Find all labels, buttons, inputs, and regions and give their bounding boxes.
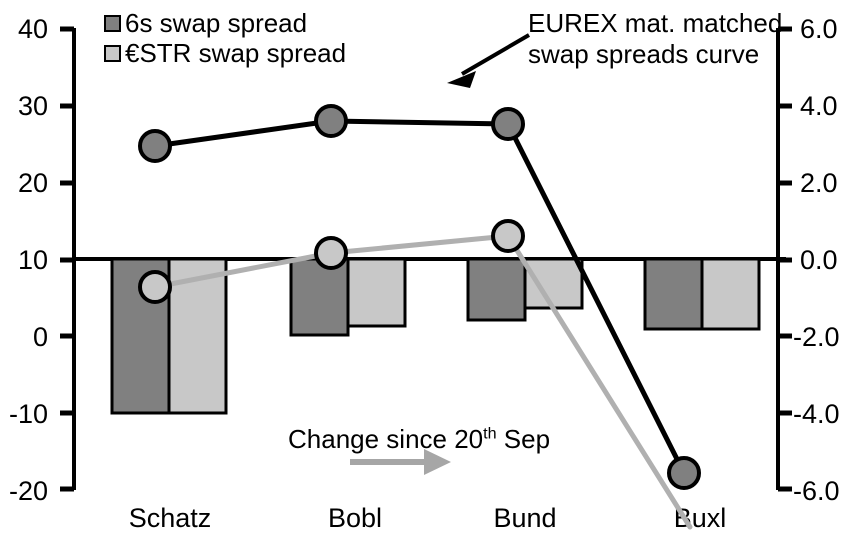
bar-6s-bobl xyxy=(289,257,350,337)
left-axis-tick-30: 30 xyxy=(17,91,48,121)
callout-arrow-icon xyxy=(447,33,531,88)
line-change-since-sep xyxy=(152,233,693,530)
chart-legend: 6s swap spread €STR swap spread xyxy=(104,8,346,68)
left-axis-tick-neg10: -10 xyxy=(8,399,48,429)
left-axis-spine xyxy=(60,26,76,492)
right-axis-tick-neg6: -6.0 xyxy=(793,476,840,506)
annotation-change-suffix: Sep xyxy=(496,424,551,454)
x-axis-category-bobl: Bobl xyxy=(327,503,383,533)
legend-swatch-light-square xyxy=(104,44,121,62)
right-axis-tick-0: 0.0 xyxy=(800,245,838,275)
left-axis-tick-40: 40 xyxy=(17,14,48,44)
marker-eurex-bund xyxy=(491,107,525,141)
bar-6s-bund xyxy=(466,257,527,322)
legend-swatch-dark-square xyxy=(104,14,121,32)
bar-estr-bund xyxy=(523,257,584,310)
annotation-eurex-curve-line1: EUREX mat. matched xyxy=(528,8,783,38)
bar-estr-bobl xyxy=(346,257,407,328)
marker-eurex-buxl xyxy=(667,456,701,490)
annotation-eurex-curve: EUREX mat. matched swap spreads curve xyxy=(528,8,782,70)
annotation-change-since-sep: Change since 20th Sep xyxy=(288,424,550,455)
left-axis-tick-0: 0 xyxy=(32,322,48,352)
marker-eurex-bobl xyxy=(314,104,348,138)
marker-change-bobl xyxy=(314,236,348,270)
markers-change-since-sep xyxy=(138,219,525,304)
x-axis-category-bund: Bund xyxy=(493,503,557,533)
right-axis-tick-neg4: -4.0 xyxy=(793,399,840,429)
right-axis-tick-2: 2.0 xyxy=(800,168,838,198)
right-axis-tick-4: 4.0 xyxy=(800,91,838,121)
x-axis-category-schatz: Schatz xyxy=(128,503,212,533)
annotation-change-ordinal: th xyxy=(483,424,497,443)
annotation-change-prefix: Change since 20 xyxy=(288,424,484,454)
annotation-eurex-curve-line2: swap spreads curve xyxy=(528,39,760,69)
marker-eurex-schatz xyxy=(138,129,172,163)
legend-item-estr-swap-spread: €STR swap spread xyxy=(104,38,346,68)
bar-6s-buxl xyxy=(643,257,704,331)
left-axis-tick-20: 20 xyxy=(17,168,48,198)
line-eurex-swap-spread-curve xyxy=(152,118,687,476)
marker-change-bund xyxy=(491,219,525,253)
change-direction-arrow-icon xyxy=(350,449,451,475)
marker-change-schatz xyxy=(138,270,172,304)
left-axis-tick-neg20: -20 xyxy=(8,476,48,506)
right-axis-tick-6: 6.0 xyxy=(800,14,838,44)
markers-eurex-curve xyxy=(138,104,701,490)
left-axis-tick-10: 10 xyxy=(17,245,48,275)
bar-estr-buxl xyxy=(700,257,761,331)
legend-item-6s-swap-spread: 6s swap spread xyxy=(104,8,346,38)
legend-label-6s-swap-spread: 6s swap spread xyxy=(125,8,308,38)
right-axis-tick-neg2: -2.0 xyxy=(793,322,840,352)
legend-label-estr-swap-spread: €STR swap spread xyxy=(125,38,347,68)
